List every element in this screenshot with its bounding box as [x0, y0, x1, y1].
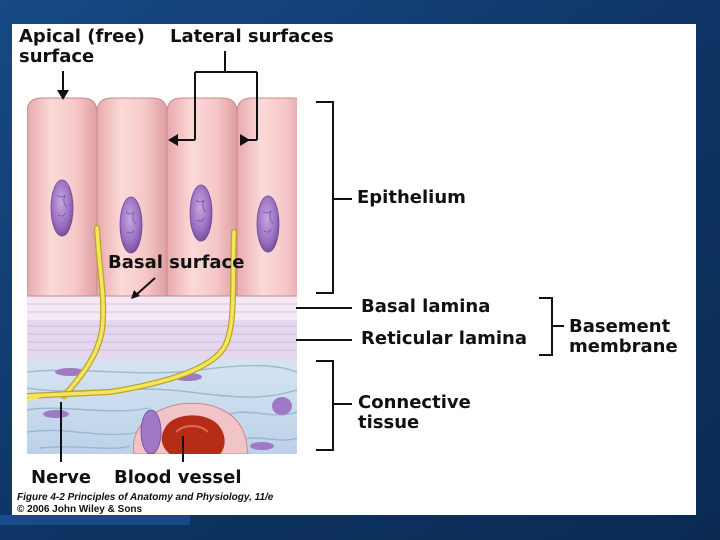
cell-nucleus [50, 179, 74, 237]
basement-membrane-label: Basement membrane [569, 316, 678, 357]
nerve-fiber [27, 225, 237, 402]
connective-tissue-label: Connective tissue [358, 392, 471, 433]
arrowheads [57, 90, 250, 299]
fibroblast-nucleus [272, 397, 292, 415]
leader-lines [60, 51, 564, 462]
nerve-label: Nerve [31, 467, 92, 488]
cell-nucleus [256, 195, 280, 253]
reticular-lamina-layer [27, 320, 297, 360]
basal-lamina-label: Basal lamina [361, 296, 491, 317]
lateral-surfaces-label: Lateral surfaces [170, 26, 334, 47]
blood-vessel [132, 402, 249, 454]
basal-surface-label: Basal surface [108, 252, 245, 273]
basal-lamina-layer [27, 296, 297, 320]
fibroblast-nucleus [43, 410, 69, 418]
epithelium-label: Epithelium [357, 187, 466, 208]
epithelial-cell [236, 97, 297, 297]
cell-nucleus [189, 184, 213, 242]
apical-surface-label: Apical (free) surface [19, 26, 145, 67]
reticular-lamina-label: Reticular lamina [361, 328, 527, 349]
copyright-notice: © 2006 John Wiley & Sons [17, 504, 143, 515]
figure-caption: Figure 4-2 Principles of Anatomy and Phy… [17, 492, 274, 503]
blood-vessel-label: Blood vessel [114, 467, 242, 488]
cell-nucleus [119, 196, 143, 254]
fibroblast-nucleus [55, 368, 85, 376]
fibroblast-nucleus [250, 442, 274, 450]
